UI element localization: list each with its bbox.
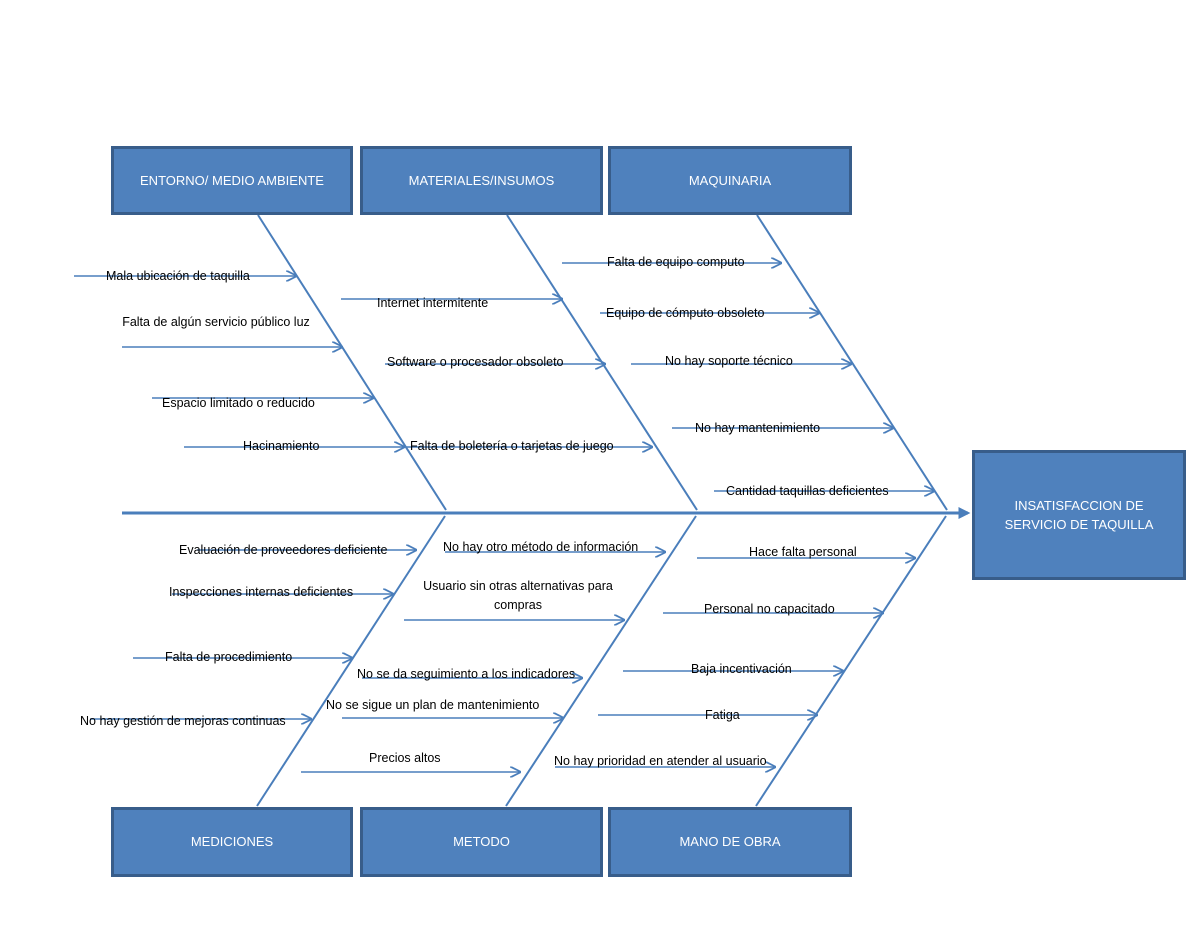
category-metodo: METODO: [360, 807, 603, 877]
bone-entorno: [257, 214, 447, 511]
category-entorno: ENTORNO/ MEDIO AMBIENTE: [111, 146, 353, 215]
cause-label: Inspecciones internas deficientes: [169, 585, 354, 599]
bone-mano-obra: [755, 515, 947, 807]
cause-label: No hay soporte técnico: [665, 354, 793, 368]
cause-label: Falta de equipo computo: [607, 255, 745, 269]
cause-label: Espacio limitado o reducido: [162, 396, 315, 410]
cause-label: Evaluación de proveedores deficiente: [179, 543, 388, 557]
cause-label: Hacinamiento: [243, 439, 320, 453]
cause-label: No se da seguimiento a los indicadores: [357, 667, 576, 681]
cause-label: Falta de boletería o tarjetas de juego: [410, 439, 614, 453]
cause-label: Internet intermitente: [377, 296, 489, 310]
cause-label: No hay gestión de mejoras continuas: [80, 714, 286, 728]
cause-label: No hay mantenimiento: [695, 421, 821, 435]
cause-label: Equipo de cómputo obsoleto: [606, 306, 765, 320]
cause-label: Falta de procedimiento: [165, 650, 293, 664]
cause-label: Usuario sin otras alternativas para comp…: [423, 579, 613, 613]
cause-label: Mala ubicación de taquilla: [106, 269, 250, 283]
cause-label: Precios altos: [369, 751, 441, 765]
category-mano-obra: MANO DE OBRA: [608, 807, 852, 877]
category-maquinaria: MAQUINARIA: [608, 146, 852, 215]
effect-box: INSATISFACCION DE SERVICIO DE TAQUILLA: [972, 450, 1186, 580]
cause-label: Baja incentivación: [691, 662, 792, 676]
cause-label: No se sigue un plan de mantenimiento: [326, 698, 540, 712]
cause-label: No hay prioridad en atender al usuario: [554, 754, 767, 768]
cause-label: Falta de algún servicio público luz: [122, 315, 310, 329]
cause-label: Fatiga: [705, 708, 740, 722]
cause-label: Hace falta personal: [749, 545, 857, 559]
cause-label: No hay otro método de información: [443, 540, 639, 554]
category-materiales: MATERIALES/INSUMOS: [360, 146, 603, 215]
bone-metodo: [505, 515, 697, 807]
category-mediciones: MEDICIONES: [111, 807, 353, 877]
cause-label: Personal no capacitado: [704, 602, 835, 616]
cause-label: Cantidad taquillas deficientes: [726, 484, 889, 498]
cause-label: Software o procesador obsoleto: [387, 355, 564, 369]
